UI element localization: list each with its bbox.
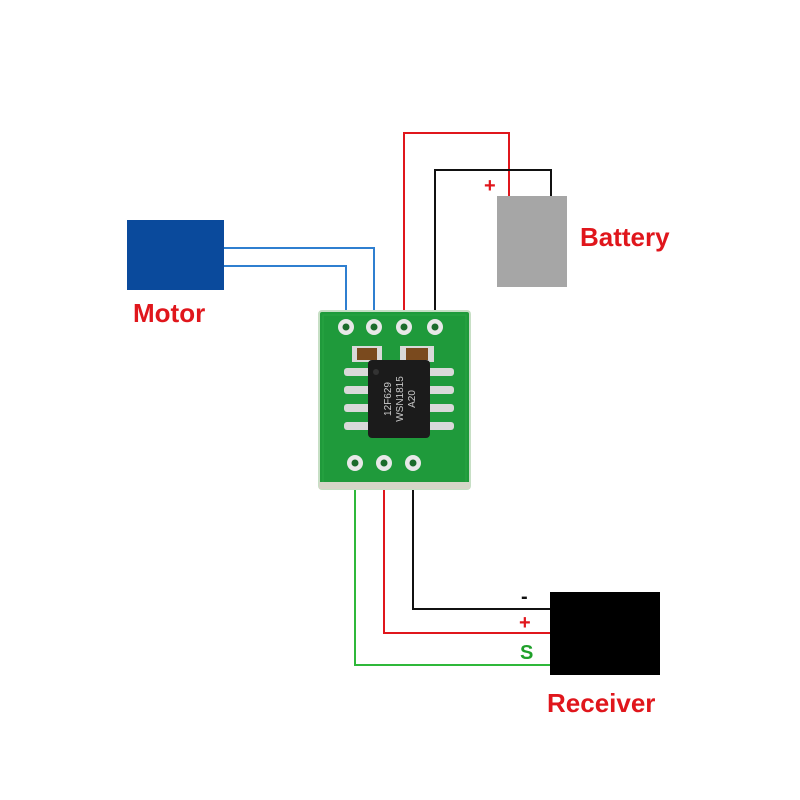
receiver-signal-wire: [354, 466, 550, 666]
receiver-positive-wire: [383, 466, 550, 634]
chip-marking-3: A20: [407, 390, 418, 408]
motor-wire-1: [224, 247, 375, 324]
microcontroller-chip: [368, 360, 430, 438]
pcb-pad: [405, 455, 421, 471]
pcb-pad: [396, 319, 412, 335]
smd-capacitor: [400, 346, 434, 362]
battery-plus-label: +: [484, 175, 496, 197]
receiver-minus-label: -: [521, 586, 528, 608]
battery-negative-wire: [434, 169, 552, 324]
chip-marking-1: 12F629: [383, 382, 394, 416]
receiver-signal-label: S: [520, 642, 533, 664]
chip-marking-2: WSN1815: [395, 376, 406, 422]
motor-label: Motor: [133, 298, 205, 328]
receiver-label: Receiver: [547, 688, 655, 718]
pcb-pad: [427, 319, 443, 335]
motor-wire-2: [224, 265, 347, 324]
smd-capacitor: [352, 346, 382, 362]
pcb-pad: [347, 455, 363, 471]
pcb-module: [318, 310, 471, 490]
battery-box: [497, 196, 567, 287]
receiver-box: [550, 592, 660, 675]
battery-positive-wire: [403, 132, 510, 324]
receiver-negative-wire: [412, 466, 550, 610]
pcb-pad: [366, 319, 382, 335]
pcb-pad: [376, 455, 392, 471]
motor-box: [127, 220, 224, 290]
pcb-pad: [338, 319, 354, 335]
receiver-plus-label: +: [519, 612, 531, 634]
battery-label: Battery: [580, 222, 670, 252]
